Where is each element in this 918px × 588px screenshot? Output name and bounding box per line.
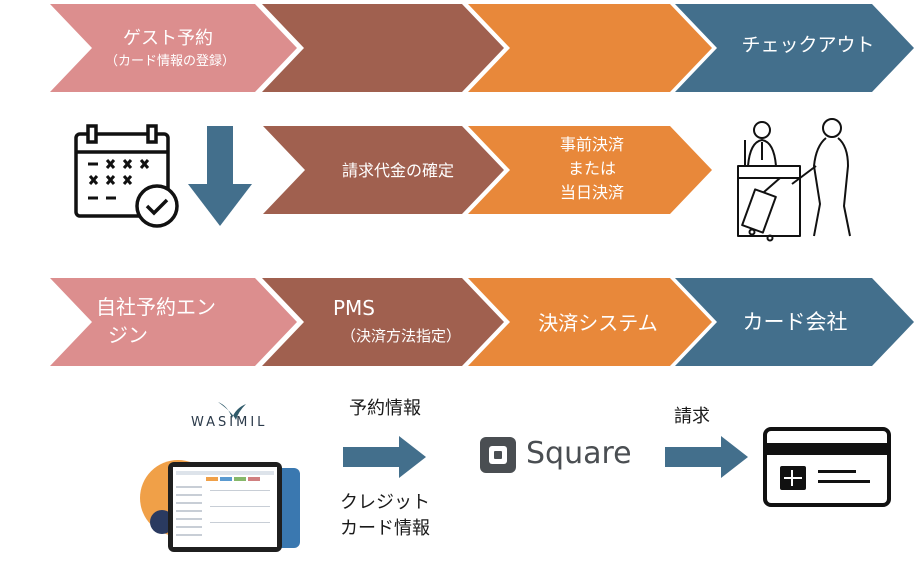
credit-card-icon bbox=[763, 427, 891, 507]
tablet-mockup-image bbox=[140, 460, 300, 552]
arrow2-top-label: 請求 bbox=[674, 406, 710, 427]
row1-chevron-orange bbox=[468, 4, 712, 92]
row2-chevron-brown bbox=[263, 126, 504, 214]
row3-step4-title: カード会社 bbox=[742, 310, 848, 334]
row2-payment-line1: 事前決済 bbox=[559, 135, 624, 154]
checkout-desk-icon bbox=[737, 118, 851, 242]
row1-step1-title: ゲスト予約 bbox=[123, 28, 213, 49]
row2-payment-line3: 当日決済 bbox=[559, 183, 624, 202]
row3-chevron-orange bbox=[468, 278, 712, 366]
calendar-check-icon bbox=[74, 124, 179, 228]
square-logo-icon bbox=[480, 437, 516, 473]
wasimil-bird-icon bbox=[218, 402, 246, 420]
row3-step1-line1: 自社予約エン bbox=[96, 295, 216, 319]
row3-step2-subtitle: （決済方法指定） bbox=[340, 327, 461, 345]
row2-payment-line2: または bbox=[567, 159, 616, 178]
row3-step1-line2: ジン bbox=[108, 323, 148, 347]
row3-step2-title: PMS bbox=[332, 296, 375, 320]
row3-chevron-blue bbox=[675, 278, 914, 366]
arrow1-bottom-line2: カード情報 bbox=[340, 518, 430, 539]
down-arrow-icon bbox=[188, 126, 252, 226]
row1-chevron-brown bbox=[262, 4, 504, 92]
row3-chevron-pink bbox=[50, 278, 297, 366]
row1-step1-subtitle: （カード情報の登録） bbox=[104, 54, 235, 69]
arrow-to-card-icon bbox=[665, 436, 748, 478]
row1-chevron-pink bbox=[50, 4, 297, 92]
row3-step3-title: 決済システム bbox=[538, 311, 658, 335]
row2-chevron-orange bbox=[468, 126, 712, 214]
arrow1-top-label: 予約情報 bbox=[349, 398, 421, 419]
row1-chevron-blue bbox=[675, 4, 914, 92]
square-logo-text: Square bbox=[526, 436, 632, 471]
row2-confirm-label: 請求代金の確定 bbox=[341, 161, 454, 180]
arrow1-bottom-line1: クレジット bbox=[340, 492, 430, 513]
wasimil-logo-text: WASIMIL bbox=[191, 415, 268, 430]
row1-step4-title: チェックアウト bbox=[741, 34, 875, 56]
row3-chevron-brown bbox=[262, 278, 504, 366]
arrow-to-square-icon bbox=[343, 436, 426, 478]
